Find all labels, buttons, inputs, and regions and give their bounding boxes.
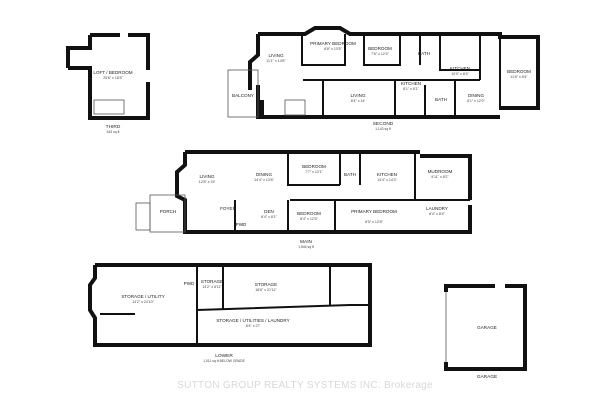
floor-area: 1,546 sq ft: [298, 245, 314, 249]
room-name: PRIMARY BEDROOM: [351, 209, 397, 214]
room-name: STORAGE / UTILITY: [121, 294, 164, 299]
room-name: PRIMARY BEDROOM: [310, 41, 356, 46]
floor-name: THIRD: [106, 124, 121, 130]
room-dims: 7'6" x 12'4": [371, 52, 389, 56]
room-name: DINING: [468, 93, 485, 98]
room-name: BATH: [418, 51, 430, 56]
room-name: GARAGE: [477, 325, 497, 330]
room-name: BATH: [344, 172, 356, 177]
room-name: KITCHEN: [401, 81, 421, 86]
room-dims: 8'1" x 8'1": [403, 87, 419, 91]
floor-name: GARAGE: [477, 374, 498, 380]
room-name: STORAGE: [255, 282, 277, 287]
room-dims: 9'11" x 8'2": [431, 175, 449, 179]
room-dims: 14'4" x 13'8": [254, 178, 274, 182]
room-dims: 8'8" x 13'5": [324, 47, 342, 51]
room-name: BEDROOM: [507, 69, 531, 74]
room-name: PWD: [236, 222, 247, 227]
room-dims: 8'4" x 12'5": [300, 217, 318, 221]
room-dims: 11'1" x 14'5": [266, 59, 286, 63]
room-name: DEN: [264, 209, 274, 214]
room-name: LIVING: [268, 53, 283, 58]
garage-plan: GARAGE GARAGE: [444, 284, 527, 380]
room-name: BEDROOM: [368, 46, 392, 51]
room-name: BEDROOM: [302, 164, 326, 169]
room-dims: 18'6" x 21'11": [255, 288, 277, 292]
room-name: BALCONY: [232, 93, 254, 98]
room-name: LOFT / BEDROOM: [93, 70, 132, 75]
lower-floor-plan: STORAGE / UTILITY 14'2" x 24'10" PWD STO…: [88, 263, 372, 363]
floor-name: SECOND: [373, 121, 394, 127]
room-dims: 8'4" x 8'4": [429, 212, 445, 216]
floor-area: 1,143 sq ft: [375, 127, 391, 131]
room-name: DINING: [256, 172, 273, 177]
room-name: STORAGE / UTILITIES / LAUNDRY: [216, 318, 289, 323]
room-dims: 12'8" x 15': [199, 180, 216, 184]
room-name: LIVING: [199, 174, 214, 179]
room-name: PORCH: [160, 209, 177, 214]
second-floor-plan: LIVING 11'1" x 14'5" PRIMARY BEDROOM 8'8…: [227, 26, 540, 131]
room-name: STORAGE: [201, 279, 223, 284]
main-floor-plan: LIVING 12'8" x 15' DINING 14'4" x 13'8" …: [135, 150, 472, 249]
third-floor-plan: LOFT / BEDROOM 25'6" x 18'5" THIRD 343 s…: [66, 33, 150, 134]
room-dims: 8'4" x 27': [246, 324, 261, 328]
room-name: LIVING: [350, 93, 365, 98]
room-dims: 8'4" x 14': [351, 99, 366, 103]
room-name: BEDROOM: [297, 211, 321, 216]
room-name: KITCHEN: [450, 66, 470, 71]
room-name: LAUNDRY: [426, 206, 448, 211]
floor-name: LOWER: [215, 353, 233, 359]
room-name: FOYER: [220, 206, 237, 211]
room-name: BATH: [435, 97, 447, 102]
room-dims: 14'2" x 8'11": [202, 285, 222, 289]
room-dims: 11'8" x 8'4": [510, 75, 528, 79]
room-dims: 7'7" x 13'1": [305, 170, 323, 174]
room-dims: 8'1" x 12'0": [467, 99, 485, 103]
floor-area: 1,011 sq ft BELOW GRADE: [203, 359, 246, 363]
stairs: [284, 99, 306, 116]
room-dims: 10'0" x 8'4": [451, 72, 469, 76]
room-name: KITCHEN: [377, 172, 397, 177]
room-dims: 14'2" x 24'10": [132, 300, 154, 304]
floor-area: 343 sq ft: [106, 130, 119, 134]
room-dims: 25'6" x 18'5": [103, 76, 123, 80]
room-dims: 8'5" x 12'8": [365, 220, 383, 224]
watermark: SUTTON GROUP REALTY SYSTEMS INC. Brokera…: [177, 380, 433, 391]
room-dims: 8'4" x 8'1": [261, 215, 277, 219]
floor-name: MAIN: [300, 239, 313, 245]
room-name: PWD: [184, 281, 195, 286]
stairs: [93, 99, 125, 115]
room-name: MUDROOM: [428, 169, 453, 174]
room-dims: 14'4" x 14'3": [377, 178, 397, 182]
